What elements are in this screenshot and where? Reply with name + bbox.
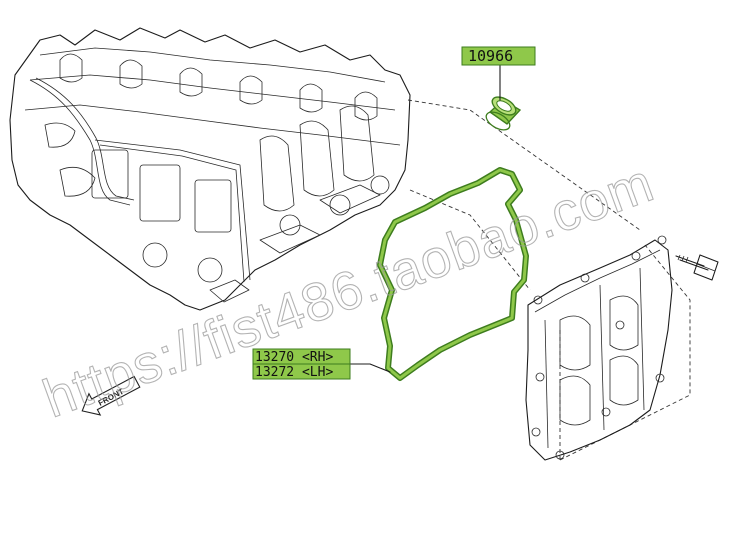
part-number-label: 13270 <RH> (255, 350, 333, 365)
cylinder-head-drawing (9, 27, 411, 311)
gasket-leader (349, 363, 391, 373)
callout-box (461, 46, 536, 66)
callout-box (252, 363, 351, 380)
callout-13272-lh[interactable]: 13272 <LH> (252, 363, 351, 380)
front-arrow-icon (81, 375, 141, 416)
watermark-text: https://fist486.taobao.com (36, 153, 662, 430)
part-number-label: 10966 (468, 47, 513, 65)
callout-10966[interactable]: 10966 (461, 46, 536, 66)
seal-ring-part (485, 96, 522, 131)
part-number-label: 13272 <LH> (255, 365, 333, 380)
valve-cover-gasket-part (377, 167, 529, 381)
callout-13270-rh[interactable]: 13270 <RH> (252, 348, 351, 365)
valve-cover-drawing (407, 99, 691, 461)
bolt-drawing (675, 254, 719, 281)
